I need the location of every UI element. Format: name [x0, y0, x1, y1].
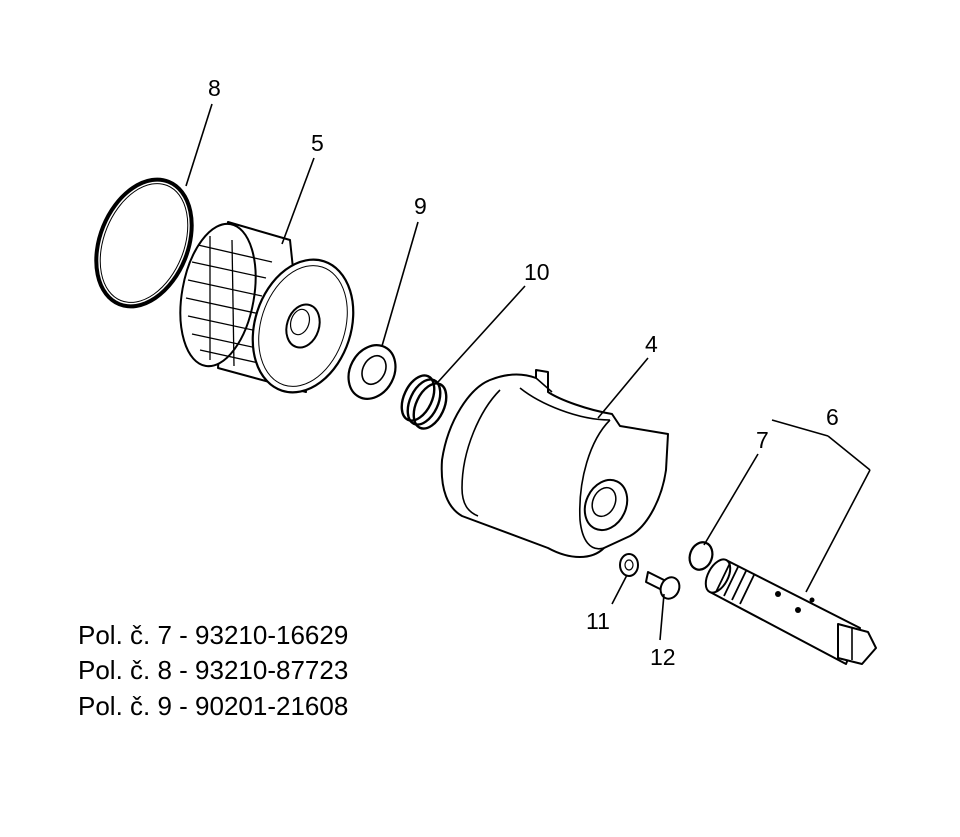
- callout-7: 7: [756, 427, 769, 453]
- part-number-note: Pol. č. 7 - 93210-16629: [78, 620, 349, 650]
- callout-8: 8: [208, 75, 221, 101]
- part-4-filter-cover: [440, 369, 669, 558]
- callout-6: 6: [826, 404, 839, 430]
- leader-lines: [185, 103, 871, 641]
- part-5-filter-element: [179, 221, 355, 394]
- part-12-bolt: [645, 571, 681, 600]
- part-number-note: Pol. č. 9 - 90201-21608: [78, 691, 349, 721]
- callout-11: 11: [586, 608, 610, 634]
- callout-10: 10: [524, 259, 550, 285]
- part-11-nut: [619, 553, 639, 577]
- callout-12: 12: [650, 644, 676, 670]
- part-8-o-ring: [94, 177, 194, 309]
- part-10-spring: [400, 374, 448, 430]
- part-9-washer: [347, 344, 397, 400]
- part-6-shaft: [704, 558, 877, 665]
- part-number-note: Pol. č. 8 - 93210-87723: [78, 655, 349, 685]
- callout-4: 4: [645, 331, 658, 357]
- callout-5: 5: [311, 130, 324, 156]
- callout-9: 9: [414, 193, 427, 219]
